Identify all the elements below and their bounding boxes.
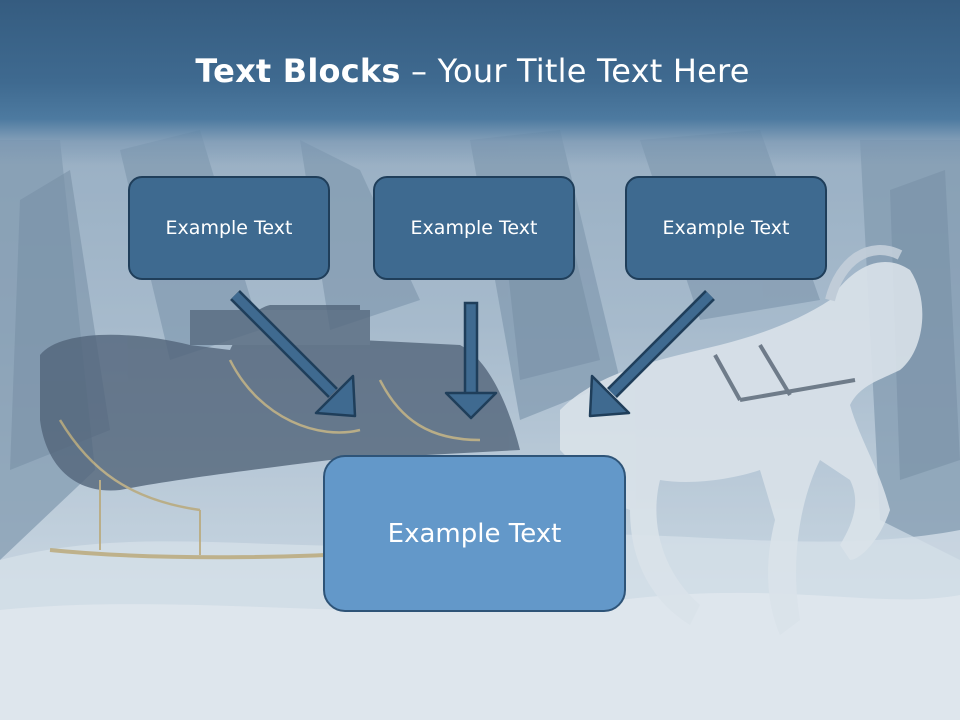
title-bold: Text Blocks [195, 52, 401, 90]
text-block-3[interactable]: Example Text [625, 176, 827, 280]
title-dash: – [400, 52, 438, 90]
title-rest: Your Title Text Here [437, 52, 750, 90]
target-text-block-label: Example Text [387, 518, 562, 549]
slide-title: Text Blocks – Your Title Text Here [0, 52, 945, 90]
header-band [0, 0, 960, 165]
text-block-2-label: Example Text [410, 217, 538, 239]
text-block-1[interactable]: Example Text [128, 176, 330, 280]
target-text-block[interactable]: Example Text [323, 455, 626, 612]
text-block-3-label: Example Text [662, 217, 790, 239]
horse-shape [560, 245, 923, 635]
text-block-2[interactable]: Example Text [373, 176, 575, 280]
text-block-1-label: Example Text [165, 217, 293, 239]
